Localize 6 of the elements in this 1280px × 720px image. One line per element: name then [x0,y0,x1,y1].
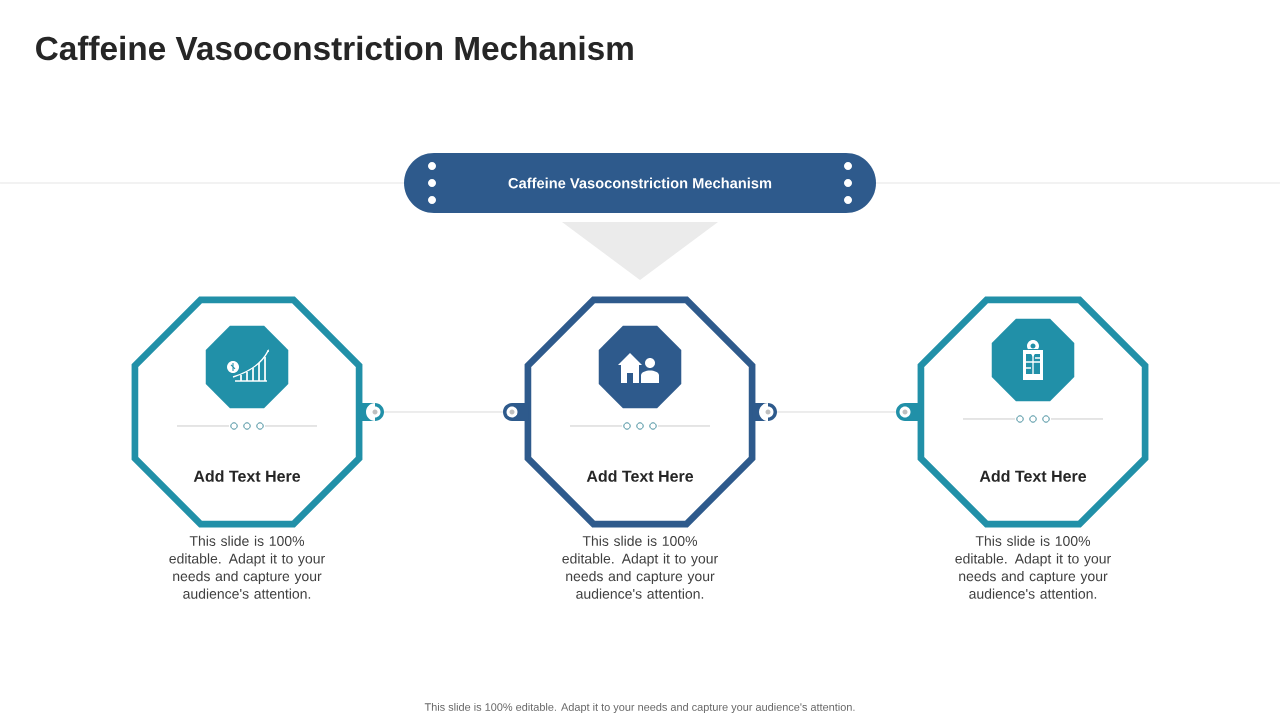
slide-title: Caffeine Vasoconstriction Mechanism [36,35,633,61]
description-text: This slide is 100% editable. Adapt it to your needs and capture your audience's attention. [955,535,1111,599]
banner: Caffeine Vasoconstriction Mechanism [404,153,876,213]
footer-note: This slide is 100% editable. Adapt it to your needs and capture your audience's attention. [424,702,855,714]
description-text: This slide is 100% editable. Adapt it to your needs and capture your audience's attention. [169,535,325,599]
description-text: This slide is 100% editable. Adapt it to your needs and capture your audience's attention. [562,535,718,599]
